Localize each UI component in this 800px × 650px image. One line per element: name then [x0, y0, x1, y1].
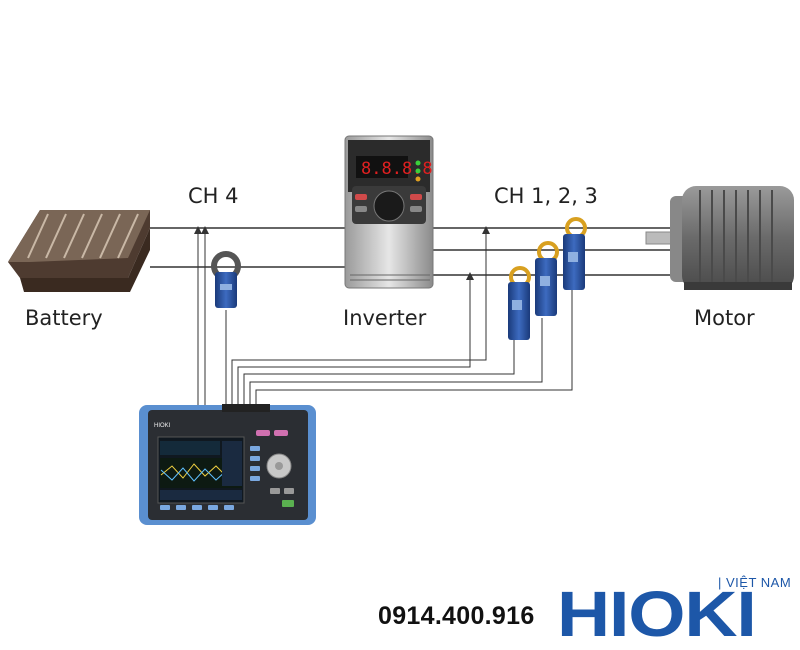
inverter-image: 8.8.8.8 — [344, 135, 434, 289]
analyzer-brand: HIOKI — [154, 423, 171, 429]
inverter-display: 8.8.8.8 — [361, 159, 433, 179]
clamp-ch1 — [508, 266, 531, 340]
phone-number: 0914.400.916 — [378, 602, 535, 630]
voltage-probe-arrows — [194, 226, 490, 280]
label-motor: Motor — [694, 306, 755, 330]
label-inverter: Inverter — [343, 306, 427, 330]
clamp-ch3 — [563, 217, 587, 290]
motor-image — [645, 186, 794, 290]
label-ch123: CH 1, 2, 3 — [494, 184, 598, 208]
signal-wires — [197, 232, 573, 408]
inverter-dial — [373, 190, 405, 222]
power-analyzer-image: HIOKI — [139, 404, 316, 525]
brand-region: | VIỆT NAM — [718, 575, 792, 590]
clamp-ch4 — [211, 251, 241, 308]
label-battery: Battery — [25, 306, 103, 330]
battery-image — [8, 210, 150, 292]
clamp-ch2 — [535, 241, 559, 316]
label-ch4: CH 4 — [188, 184, 239, 208]
hioki-logo: HIOKI — [557, 578, 757, 650]
